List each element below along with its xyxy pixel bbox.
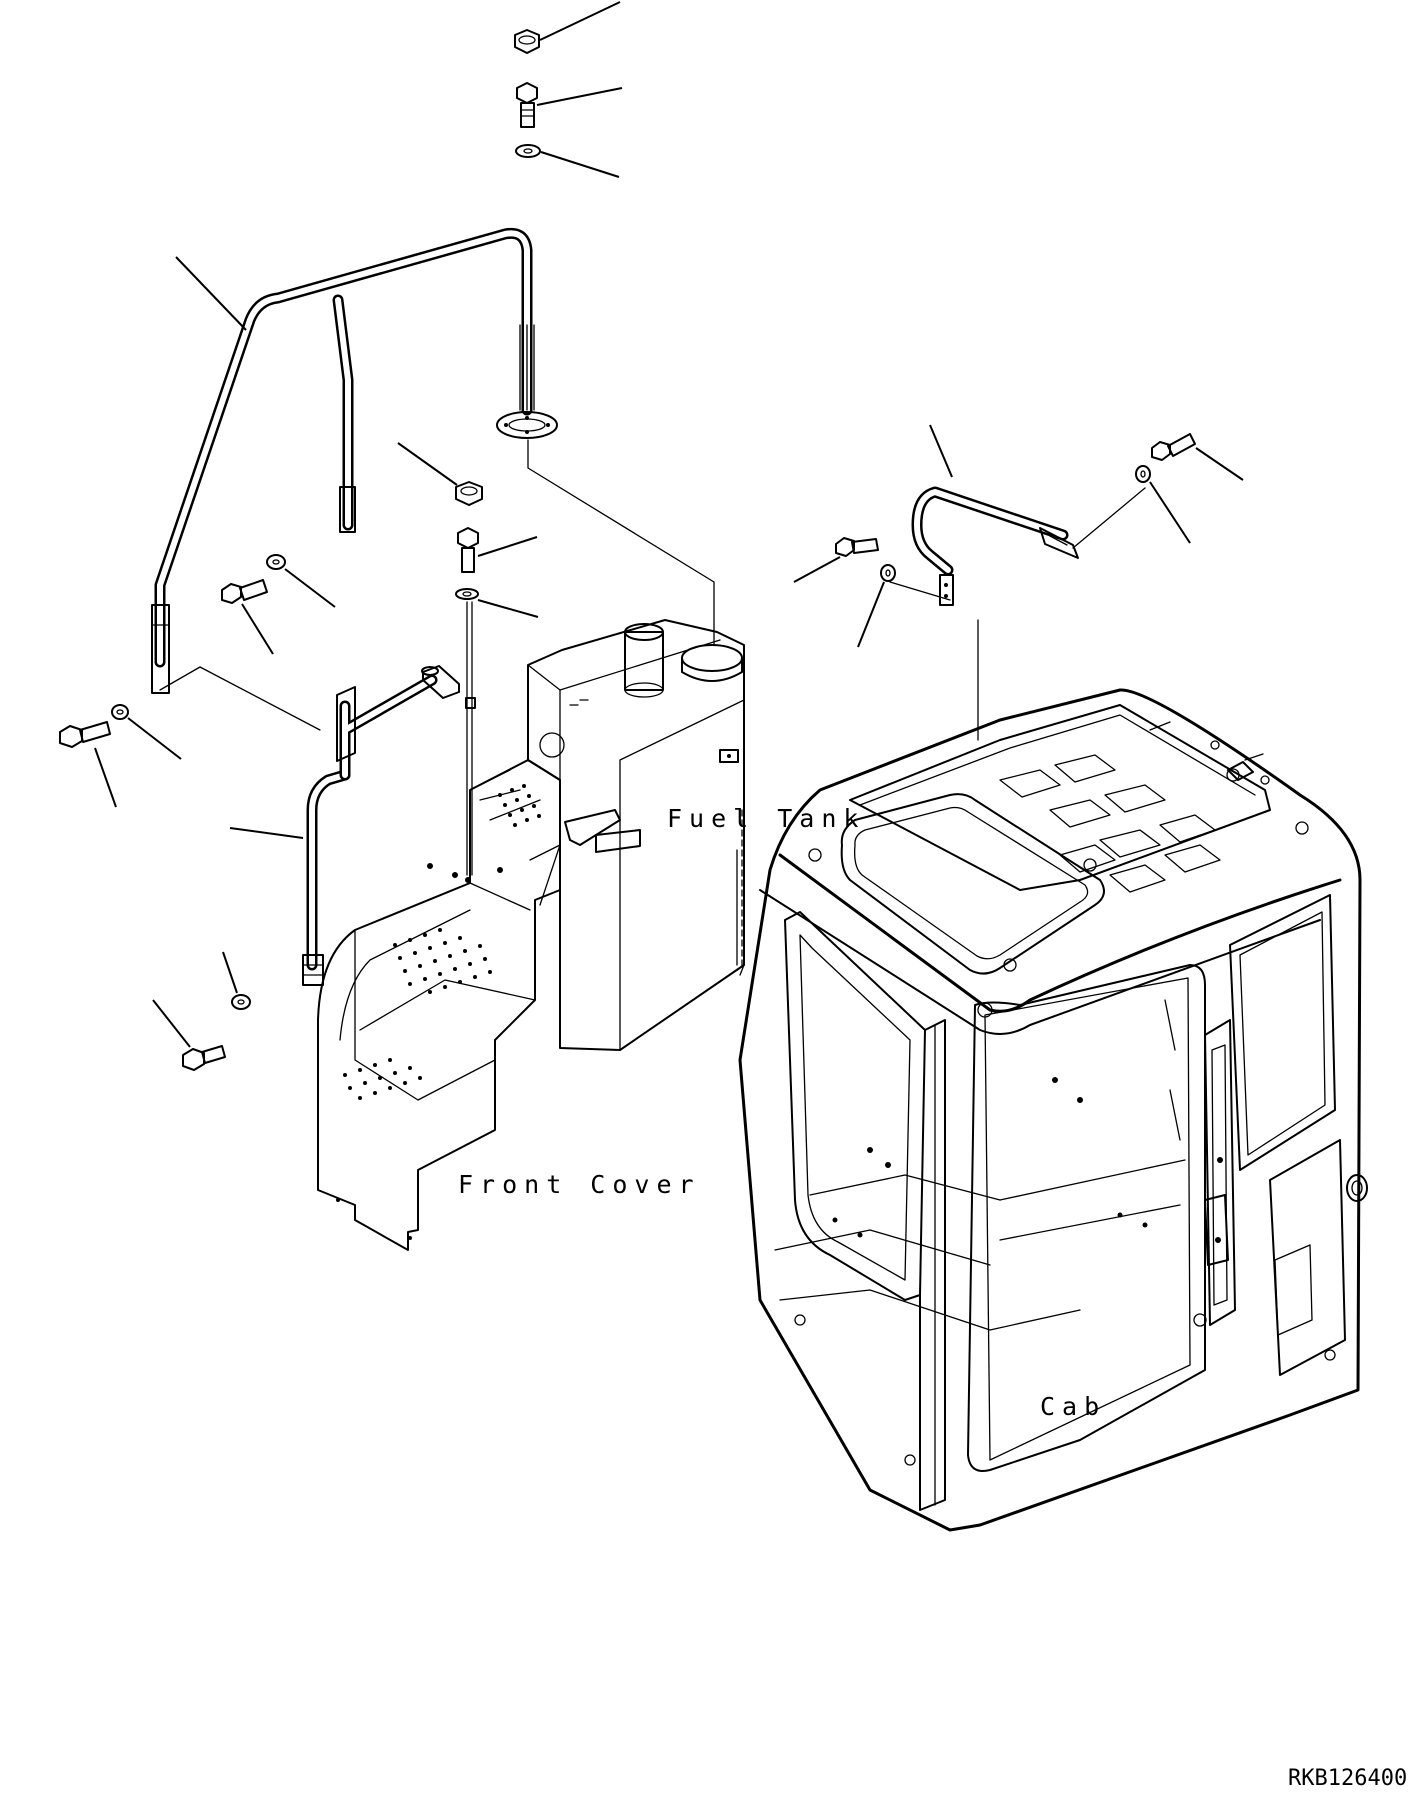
leader-line: [397, 442, 458, 486]
center-line: [159, 666, 201, 691]
leader-line: [477, 599, 539, 618]
leader-line: [539, 1, 621, 41]
leader-line: [1195, 447, 1244, 481]
bolt: [182, 1045, 226, 1071]
center-line: [1072, 487, 1146, 549]
leader-line: [175, 256, 247, 331]
leader-line: [241, 603, 274, 655]
leader-line: [477, 536, 538, 557]
leader-line: [229, 827, 304, 839]
center-line: [527, 439, 715, 646]
washer: [880, 564, 896, 582]
roof-panels: [999, 754, 1221, 893]
bolt: [835, 537, 879, 557]
washer: [455, 588, 479, 600]
top-washer: [515, 144, 541, 158]
label-fuel-tank: Fuel Tank: [667, 804, 865, 833]
label-cab: Cab: [1040, 1392, 1106, 1421]
washer: [266, 554, 286, 570]
leader-line: [793, 556, 841, 583]
cab: [738, 688, 1368, 1532]
leader-line: [284, 568, 336, 608]
washer: [111, 704, 129, 720]
cab-handrail: [911, 486, 1079, 606]
leader-line: [857, 581, 885, 648]
leader-line: [540, 151, 620, 178]
bolt: [1151, 433, 1196, 461]
bolt: [457, 527, 479, 573]
drawing-code: RKB126400: [1288, 1766, 1407, 1791]
leader-line: [929, 424, 953, 478]
top-bolt: [516, 82, 538, 128]
nut: [455, 481, 483, 506]
leader-line: [222, 951, 238, 994]
washer: [1135, 465, 1151, 483]
leader-line: [536, 87, 623, 106]
leader-line: [94, 747, 117, 808]
perforation-pattern: [343, 784, 541, 1100]
bolt: [59, 721, 111, 748]
label-front-cover: Front Cover: [458, 1170, 701, 1199]
leader-line: [127, 717, 182, 760]
center-line: [889, 581, 951, 601]
small-handrail: [302, 665, 476, 986]
leader-line: [1149, 481, 1191, 544]
bolt: [221, 579, 268, 604]
center-line: [199, 666, 321, 731]
washer: [231, 994, 251, 1010]
front-cover: [317, 759, 641, 1251]
cab-fasteners: [794, 740, 1336, 1466]
top-nut: [514, 29, 540, 54]
leader-line: [152, 999, 191, 1048]
large-handrail: [151, 227, 558, 694]
